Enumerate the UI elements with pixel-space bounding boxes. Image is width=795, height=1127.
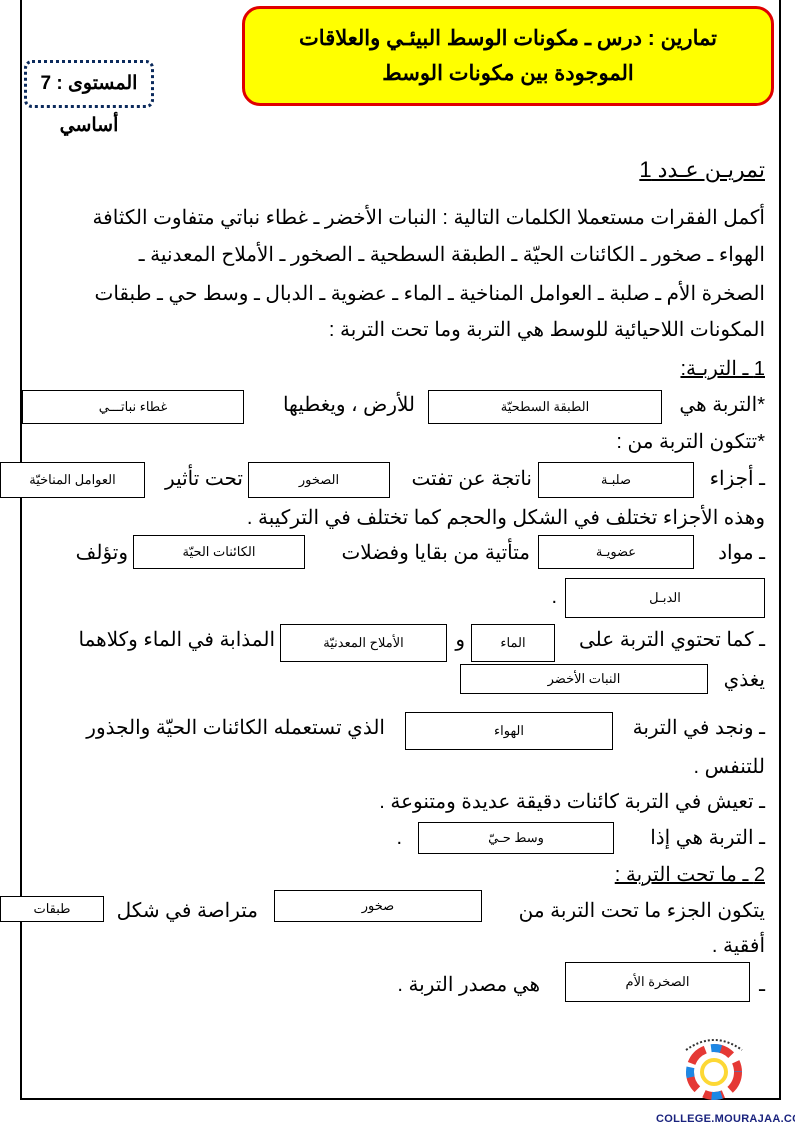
lesson-title-box: تمارين : درس ـ مكونات الوسط البيئـي والع… <box>242 6 774 106</box>
mourajaa-logo-icon <box>685 1039 743 1100</box>
text-fragment: يغذي <box>723 669 765 691</box>
answer-box[interactable]: صخور <box>274 890 482 922</box>
text-fragment: ـ التربة هي إذا <box>650 827 765 849</box>
text-line: *تتكون التربة من : <box>616 431 765 453</box>
answer-box[interactable]: غطاء نباتـــي <box>22 390 244 424</box>
site-url: COLLEGE.MOURAJAA.COM <box>656 1113 795 1125</box>
answer-box[interactable]: الطبقة السطحيّة <box>428 390 662 424</box>
title-line-2: الموجودة بين مكونات الوسط <box>382 62 634 85</box>
text-fragment: . <box>396 827 402 849</box>
text-fragment: و <box>455 629 465 651</box>
text-fragment: وتؤلف <box>75 542 128 564</box>
text-fragment: ناتجة عن تفتت <box>411 468 533 490</box>
text-fragment: ـ مواد <box>718 542 765 564</box>
level-badge: المستوى : 7 أساسي <box>24 60 154 136</box>
text-fragment: المذابة في الماء وكلاهما <box>78 629 275 651</box>
answer-box[interactable]: الأملاح المعدنيّة <box>280 624 447 662</box>
intro-line: الصخرة الأم ـ صلبة ـ العوامل المناخية ـ … <box>94 283 766 305</box>
text-fragment: ـ <box>759 974 765 996</box>
answer-box[interactable]: الماء <box>471 624 555 662</box>
text-fragment: ـ أجزاء <box>709 468 765 490</box>
section-soil-heading: 1 ـ التربـة: <box>680 358 765 380</box>
answer-box[interactable]: العوامل المناخيّة <box>0 462 145 498</box>
text-fragment: تحت تأثير <box>165 468 243 490</box>
text-fragment: ـ ونجد في التربة <box>632 717 765 739</box>
text-line: وهذه الأجزاء تختلف في الشكل والحجم كما ت… <box>246 507 765 529</box>
text-fragment: هي مصدر التربة . <box>397 974 540 996</box>
text-fragment: للأرض ، ويغطيها <box>282 394 415 416</box>
title-line-1: تمارين : درس ـ مكونات الوسط البيئـي والع… <box>299 27 717 50</box>
text-fragment: يتكون الجزء ما تحت التربة من <box>518 900 765 922</box>
intro-line: الهواء ـ صخور ـ الكائنات الحيّة ـ الطبقة… <box>138 244 765 266</box>
text-line: للتنفس . <box>693 756 765 778</box>
answer-box[interactable]: الدبـل <box>565 578 765 618</box>
answer-box[interactable]: طبقات <box>0 896 104 922</box>
answer-box[interactable]: النبات الأخضر <box>460 664 708 694</box>
text-fragment: الذي تستعمله الكائنات الحيّة والجذور <box>86 717 385 739</box>
exercise-heading: تمريـن عـدد 1 <box>639 157 765 182</box>
answer-box[interactable]: الكائنات الحيّة <box>133 535 305 569</box>
text-fragment: متأتية من بقايا وفضلات <box>341 542 530 564</box>
answer-box[interactable]: الصخرة الأم <box>565 962 750 1002</box>
text-line: أفقية . <box>711 935 765 957</box>
answer-box[interactable]: عضويـة <box>538 535 694 569</box>
text-fragment: . <box>551 586 557 608</box>
answer-box[interactable]: صلبـة <box>538 462 694 498</box>
answer-box[interactable]: وسط حـيّ <box>418 822 614 854</box>
intro-line: المكونات اللاحيائية للوسط هي التربة وما … <box>328 319 765 341</box>
text-line: ـ تعيش في التربة كائنات دقيقة عديدة ومتن… <box>379 791 765 813</box>
section-subsoil-heading: 2 ـ ما تحت التربة : <box>614 864 765 886</box>
answer-box[interactable]: الصخور <box>248 462 390 498</box>
answer-box[interactable]: الهواء <box>405 712 613 750</box>
text-fragment: *التربة هي <box>679 394 765 416</box>
text-fragment: ـ كما تحتوي التربة على <box>579 629 765 651</box>
page-frame <box>20 0 781 1100</box>
text-fragment: متراصة في شكل <box>116 900 258 922</box>
intro-line: أكمل الفقرات مستعملا الكلمات التالية : ا… <box>92 207 765 229</box>
